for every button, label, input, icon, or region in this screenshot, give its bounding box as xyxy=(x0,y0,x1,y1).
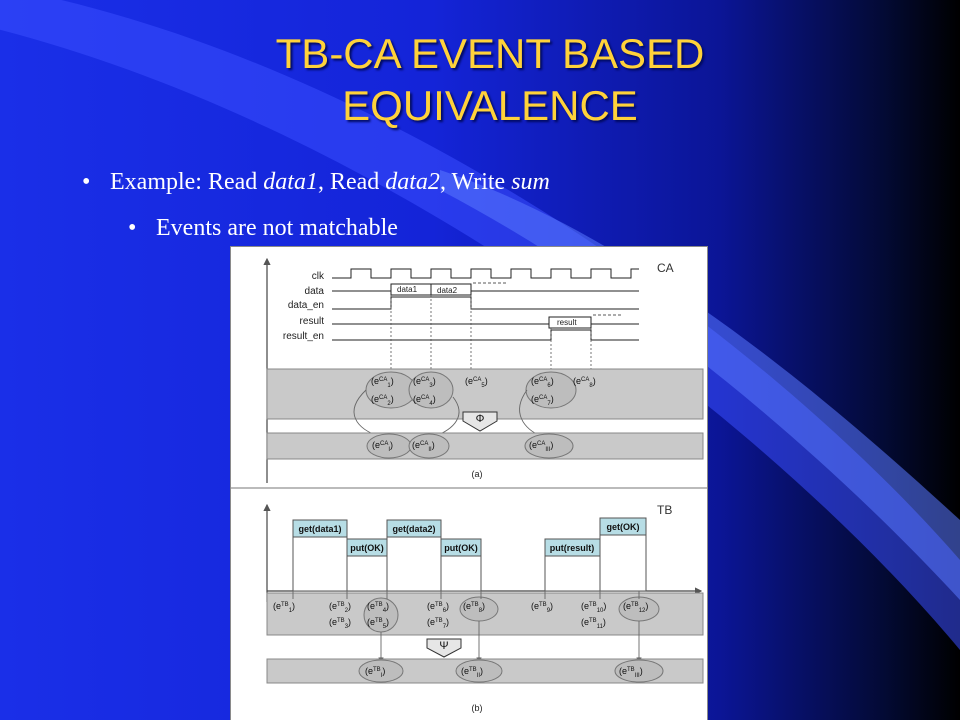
data2-cell xyxy=(430,283,472,296)
psi-mapping-arrow xyxy=(426,638,462,658)
signal-data: data xyxy=(305,286,325,297)
txn-label: get(data1) xyxy=(298,524,341,534)
clk-waveform xyxy=(332,268,639,279)
txn-label: get(data2) xyxy=(392,524,435,534)
signal-result-en: result_en xyxy=(283,331,324,342)
title-line-2: EQUIVALENCE xyxy=(342,82,638,129)
caption-a: (a) xyxy=(472,469,483,479)
txn-label: put(OK) xyxy=(444,543,478,553)
signal-result: result xyxy=(300,316,325,327)
data1-value: data1 xyxy=(397,285,418,294)
result-cell xyxy=(548,316,592,329)
txn-label: put(OK) xyxy=(350,543,384,553)
bullet-text-part: Events are not matchable xyxy=(156,215,398,241)
ca-events-band xyxy=(266,368,704,420)
data2-value: data2 xyxy=(437,286,458,295)
psi-symbol: Ψ xyxy=(439,640,448,652)
ca-event-group xyxy=(525,371,577,409)
bullet-text-part: , Read xyxy=(317,169,386,195)
bullet-example: •Example: Read data1, Read data2, Write … xyxy=(82,167,550,197)
title-line-1: TB-CA EVENT BASED xyxy=(275,30,705,77)
signal-clk: clk xyxy=(312,271,325,282)
bullet-events: • Events are not matchable xyxy=(128,213,398,243)
caption-b: (b) xyxy=(472,703,483,713)
bullet-dot: • xyxy=(82,169,91,195)
ca-event-group xyxy=(408,371,454,409)
result-en-waveform xyxy=(332,329,639,341)
event-eca-I: (eCAI) xyxy=(372,440,393,453)
bullet-text-italic: sum xyxy=(511,169,550,195)
ca-panel: CA clk data data_en result result_en dat… xyxy=(263,257,704,483)
bullet-text-italic: data2 xyxy=(385,169,440,195)
bullet-text-part: Example: Read xyxy=(110,169,264,195)
slide-title: TB-CA EVENT BASED EQUIVALENCE xyxy=(140,28,840,132)
equivalence-figure: CA clk data data_en result result_en dat… xyxy=(231,247,707,720)
bullet-dot: • xyxy=(128,215,137,241)
tb-panel: TB get(data1) xyxy=(263,503,704,713)
data-en-waveform xyxy=(332,296,639,310)
phi-mapping-arrow xyxy=(462,411,498,432)
event-etb-I: (eTBI) xyxy=(365,666,385,679)
phi-symbol: Φ xyxy=(476,413,485,425)
bullet-text-italic: data1 xyxy=(263,169,318,195)
ca-abstract-band xyxy=(266,432,704,460)
signal-data-en: data_en xyxy=(288,300,324,311)
tb-label: TB xyxy=(657,503,672,517)
txn-label: get(OK) xyxy=(607,522,640,532)
bullet-text-part: , Write xyxy=(439,169,512,195)
ca-label: CA xyxy=(657,261,674,275)
txn-label: put(result) xyxy=(550,543,595,553)
result-value: result xyxy=(557,318,577,327)
